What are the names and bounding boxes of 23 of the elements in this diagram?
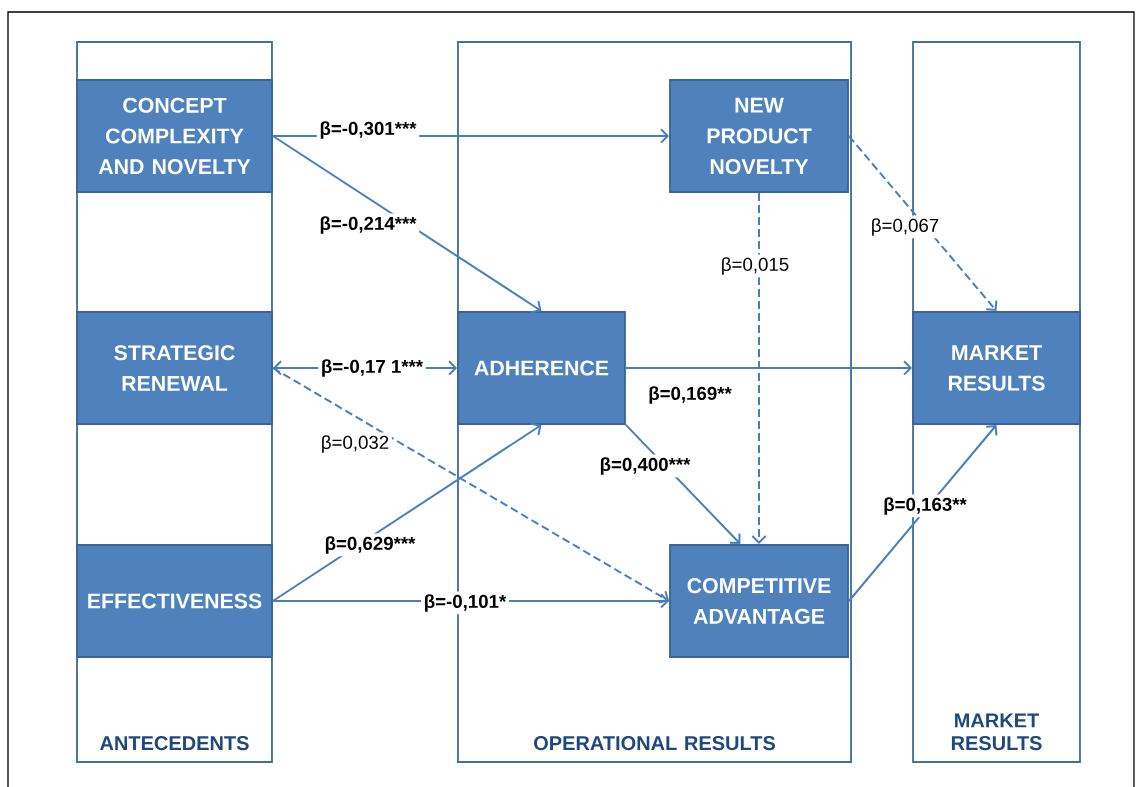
edge-label: β=0,067 [868, 215, 942, 239]
arrow [271, 367, 670, 604]
arrow [624, 360, 913, 376]
construct-box: CONCEPT COMPLEXITY AND NOVELTY [76, 79, 273, 193]
construct-box: ADHERENCE [457, 311, 626, 425]
construct-box: MARKET RESULTS [912, 311, 1081, 425]
arrow [847, 135, 998, 312]
edge-label: β=0,032 [318, 432, 392, 456]
construct-box: NEW PRODUCT NOVELTY [669, 79, 849, 193]
arrow [271, 422, 542, 602]
edge-label: β=0,629*** [321, 533, 419, 557]
arrow [751, 191, 767, 545]
arrow [847, 424, 998, 602]
edge-label: β=-0,301*** [316, 118, 420, 142]
construct-box: COMPETITIVE ADVANTAGE [669, 544, 849, 658]
edge-label: β=-0,101* [421, 591, 509, 615]
edge-label: β=-0,214*** [316, 213, 420, 237]
construct-box: STRATEGIC RENEWAL [76, 311, 273, 425]
edge-label: β=-0,17 1*** [318, 356, 426, 380]
edge-label: β=0,015 [718, 254, 792, 278]
arrow [271, 135, 542, 314]
edge-label: β=0,163** [880, 494, 970, 518]
construct-box: EFFECTIVENESS [76, 544, 273, 658]
